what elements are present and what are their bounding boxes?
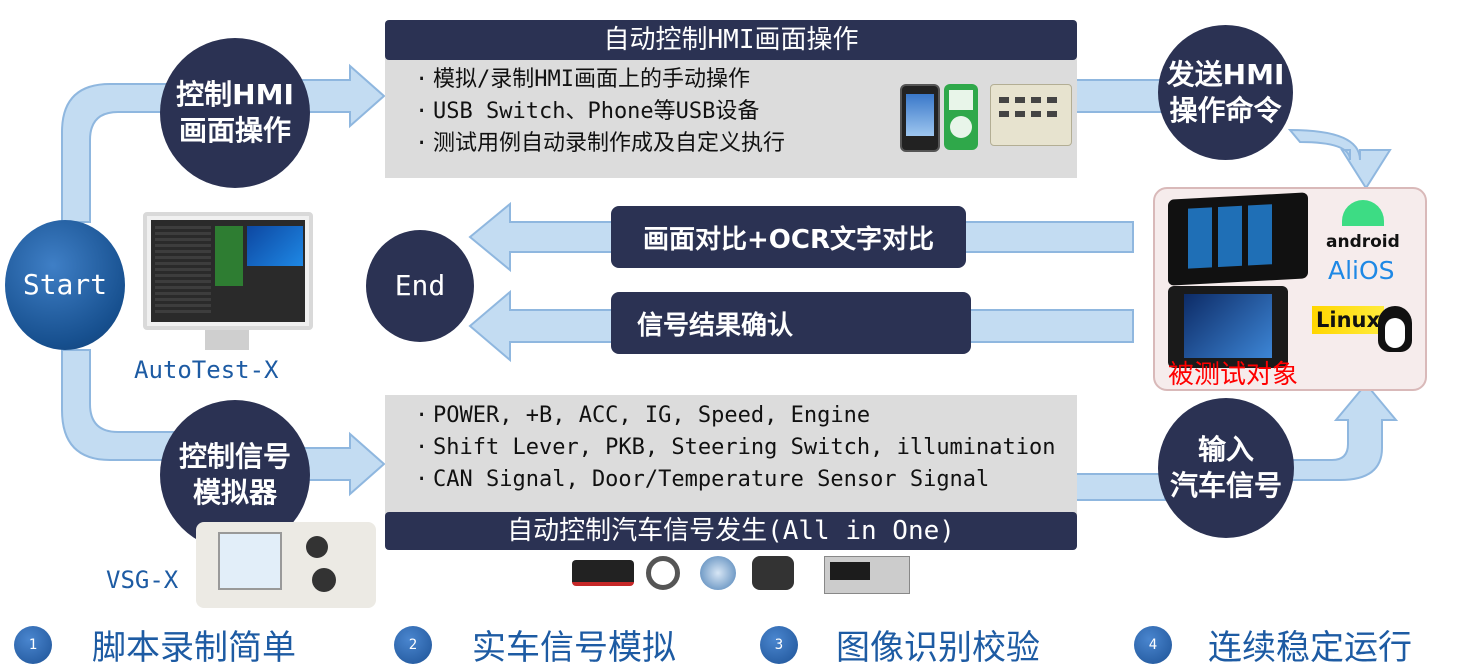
ecu-box-image xyxy=(572,560,634,586)
alios-label: AliOS xyxy=(1328,256,1395,285)
steering-wheel-image xyxy=(646,556,680,590)
autotest-monitor-image xyxy=(143,212,313,330)
panel-to-input-arrow xyxy=(1074,473,1166,501)
sensor-image xyxy=(700,556,736,590)
signal-bullet-list: ·POWER, +B, ACC, IG, Speed, Engine ·Shif… xyxy=(415,400,1056,496)
ocr-check-label: 画面对比+OCR文字对比 xyxy=(611,206,966,268)
vsg-label: VSG-X xyxy=(106,566,179,594)
feature-number-badge: 2 xyxy=(394,626,432,664)
hmi-bullet: ·USB Switch、Phone等USB设备 xyxy=(415,99,760,124)
signal-bullet: ·CAN Signal, Door/Temperature Sensor Sig… xyxy=(415,467,990,492)
headunit-screen-2 xyxy=(1168,286,1288,368)
usb-switch-image xyxy=(990,84,1072,146)
input-to-dut-arrow xyxy=(1289,382,1399,481)
signal-panel-title: 自动控制汽车信号发生(All in One) xyxy=(385,512,1077,550)
feature-number-badge: 1 xyxy=(14,626,52,664)
android-label: android xyxy=(1326,232,1400,252)
feature-number-badge: 4 xyxy=(1134,626,1172,664)
end-node: End xyxy=(366,230,474,342)
hmi-bullet-list: ·模拟/录制HMI画面上的手动操作 ·USB Switch、Phone等USB设… xyxy=(415,64,785,160)
feature-script-recording: 脚本录制简单 xyxy=(92,628,296,668)
power-supply-image xyxy=(824,556,910,594)
vsg-device-image xyxy=(196,522,376,608)
camera-image xyxy=(752,556,794,590)
panel-to-send-arrow xyxy=(1074,79,1166,113)
linux-label: Linux xyxy=(1312,306,1385,334)
music-player-image xyxy=(944,84,978,150)
autotest-label: AutoTest-X xyxy=(134,356,279,384)
hmi-control-node: 控制HMI 画面操作 xyxy=(160,38,310,188)
hmi-to-panel-arrow xyxy=(299,63,386,129)
send-to-dut-arrow xyxy=(1287,128,1392,190)
hmi-bullet: ·模拟/录制HMI画面上的手动操作 xyxy=(415,67,750,92)
feature-image-recognition: 图像识别校验 xyxy=(836,628,1040,668)
monitor-stand xyxy=(205,330,249,350)
input-signal-node: 输入 汽车信号 xyxy=(1158,398,1294,538)
signal-bullet: ·Shift Lever, PKB, Steering Switch, illu… xyxy=(415,435,1056,460)
dut-label: 被测试对象 xyxy=(1168,360,1299,390)
send-hmi-node: 发送HMI 操作命令 xyxy=(1158,25,1293,160)
phone-image xyxy=(900,84,940,152)
signal-to-panel-arrow xyxy=(299,431,386,497)
hmi-panel-title: 自动控制HMI画面操作 xyxy=(385,20,1077,60)
start-node: Start xyxy=(5,220,125,350)
signal-result-label: 信号结果确认 xyxy=(611,292,971,354)
hmi-bullet: ·测试用例自动录制作成及自定义执行 xyxy=(415,131,786,156)
feature-number-badge: 3 xyxy=(760,626,798,664)
feature-stable-operation: 连续稳定运行 xyxy=(1208,628,1412,668)
signal-bullet: ·POWER, +B, ACC, IG, Speed, Engine xyxy=(415,403,871,428)
headunit-screen-1 xyxy=(1168,192,1308,286)
tux-penguin-icon xyxy=(1378,306,1412,352)
feature-signal-simulation: 实车信号模拟 xyxy=(472,628,676,668)
